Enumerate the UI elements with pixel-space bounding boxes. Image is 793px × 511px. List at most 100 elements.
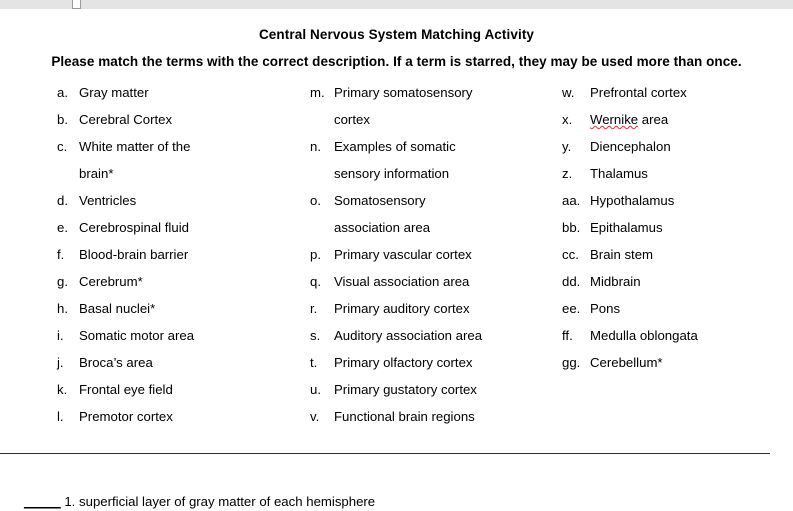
- term-item: aa.Hypothalamus: [556, 187, 793, 214]
- page-title: Central Nervous System Matching Activity: [258, 27, 535, 42]
- term-text: Broca’s area: [79, 355, 153, 370]
- term-item: gg. Cerebellum*: [556, 349, 793, 376]
- term-label: Blood-brain barrier: [79, 241, 300, 268]
- term-item: h. Basal nuclei*: [50, 295, 300, 322]
- term-text-continued: brain*: [79, 166, 114, 181]
- term-text: Thalamus: [590, 166, 648, 181]
- term-marker: ee.: [562, 301, 581, 316]
- term-label: Thalamus: [590, 160, 793, 187]
- term-marker: a.: [57, 85, 68, 100]
- term-item: z.Thalamus: [556, 160, 793, 187]
- term-marker: v.: [310, 409, 320, 424]
- term-text: Frontal eye field: [79, 382, 173, 397]
- term-item: t. Primary olfactory cortex: [303, 349, 553, 376]
- term-text: Premotor cortex: [79, 409, 173, 424]
- term-label: Somatic motor area: [79, 322, 300, 349]
- term-label: Primary gustatory cortex: [334, 376, 553, 403]
- term-text: Ventricles: [79, 193, 137, 208]
- term-label: Ventricles: [79, 187, 300, 214]
- term-item: s.Auditory association area: [303, 322, 553, 349]
- term-item: cc. Brain stem: [556, 241, 793, 268]
- term-marker: u.: [310, 382, 321, 397]
- term-text: Wernike area: [590, 112, 669, 127]
- term-marker: dd.: [562, 274, 581, 289]
- term-marker: s.: [310, 328, 321, 343]
- term-text: Primary somatosensory: [334, 85, 473, 100]
- term-label: Cerebellum*: [590, 349, 793, 376]
- term-text: Hypothalamus: [590, 193, 675, 208]
- term-marker: e.: [57, 220, 68, 235]
- term-item: b.Cerebral Cortex: [50, 106, 300, 133]
- term-text: Somatosensory: [334, 193, 426, 208]
- term-label: Somatosensory association area: [334, 187, 553, 241]
- term-label: Prefrontal cortex: [590, 79, 793, 106]
- term-text: Diencephalon: [590, 139, 671, 154]
- term-text: Primary olfactory cortex: [334, 355, 473, 370]
- term-item: ff.Medulla oblongata: [556, 322, 793, 349]
- term-marker: d.: [57, 193, 68, 208]
- term-item: q.Visual association area: [303, 268, 553, 295]
- term-text: Gray matter: [79, 85, 149, 100]
- term-text: Brain stem: [590, 247, 654, 262]
- term-marker: gg.: [562, 355, 581, 370]
- term-text-continued: cortex: [334, 112, 370, 127]
- instructions-text: Please match the terms with the correct …: [51, 54, 742, 69]
- term-item: f.Blood-brain barrier: [50, 241, 300, 268]
- term-text: Cerebellum*: [590, 355, 663, 370]
- first-line-indent-marker[interactable]: [72, 0, 81, 9]
- term-text: Basal nuclei*: [79, 301, 156, 316]
- term-item: k.Frontal eye field: [50, 376, 300, 403]
- term-marker: cc.: [562, 247, 579, 262]
- term-text: Examples of somatic: [334, 139, 456, 154]
- term-item: l.Premotor cortex: [50, 403, 300, 430]
- term-item: bb.Epithalamus: [556, 214, 793, 241]
- term-marker: p.: [310, 247, 321, 262]
- term-marker: w.: [562, 85, 575, 100]
- term-marker: b.: [57, 112, 68, 127]
- term-label: Cerebrospinal fluid: [79, 214, 300, 241]
- term-text: Primary gustatory cortex: [334, 382, 477, 397]
- term-marker: h.: [57, 301, 68, 316]
- term-item: p.Primary vascular cortex: [303, 241, 553, 268]
- term-text: Epithalamus: [590, 220, 663, 235]
- term-text-continued: association area: [334, 220, 431, 235]
- term-marker: y.: [562, 139, 572, 154]
- term-marker: r.: [310, 301, 318, 316]
- term-item: x. Wernike area: [556, 106, 793, 133]
- term-item: e. Cerebrospinal fluid: [50, 214, 300, 241]
- term-item: y. Diencephalon: [556, 133, 793, 160]
- term-text: White matter of the: [79, 139, 191, 154]
- term-label: Primary olfactory cortex: [334, 349, 553, 376]
- term-label: Broca’s area: [79, 349, 300, 376]
- term-label: Epithalamus: [590, 214, 793, 241]
- term-text: Midbrain: [590, 274, 641, 289]
- term-marker: x.: [562, 112, 573, 127]
- term-item: dd. Midbrain: [556, 268, 793, 295]
- answer-blank-1[interactable]: _____: [24, 494, 61, 509]
- term-label: Wernike area: [590, 106, 793, 133]
- term-label: Functional brain regions: [334, 403, 553, 430]
- term-label: White matter of the brain*: [79, 133, 300, 187]
- term-marker: t.: [310, 355, 318, 370]
- term-label: Midbrain: [590, 268, 793, 295]
- term-text: Cerebrum*: [79, 274, 143, 289]
- term-text: Primary auditory cortex: [334, 301, 470, 316]
- term-item: g.Cerebrum*: [50, 268, 300, 295]
- term-label: Cerebrum*: [79, 268, 300, 295]
- term-label: Premotor cortex: [79, 403, 300, 430]
- term-item: j.Broca’s area: [50, 349, 300, 376]
- term-label: Visual association area: [334, 268, 553, 295]
- misspelled-word[interactable]: Wernike: [590, 112, 639, 127]
- term-label: Basal nuclei*: [79, 295, 300, 322]
- term-text: Somatic motor area: [79, 328, 195, 343]
- term-column-3: w. Prefrontal cortex x. Wernike area y. Dienc…: [556, 79, 793, 376]
- term-label: Frontal eye field: [79, 376, 300, 403]
- term-label: Pons: [590, 295, 793, 322]
- term-item: u. Primary gustatory cortex: [303, 376, 553, 403]
